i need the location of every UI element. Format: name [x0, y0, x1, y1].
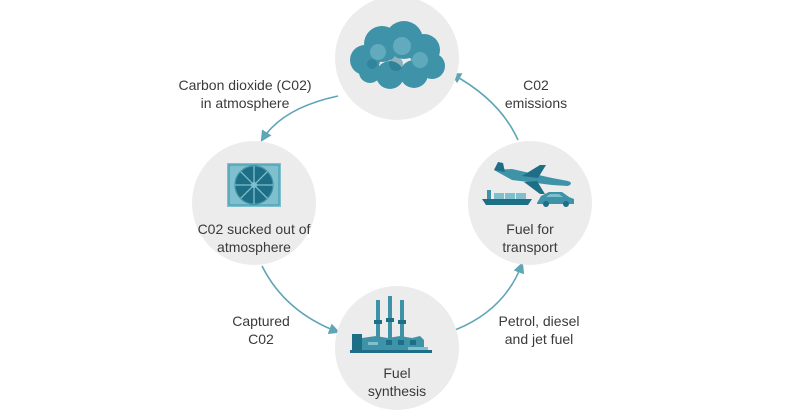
label-synthesis-to-transport: Petrol, diesel and jet fuel: [498, 313, 580, 347]
label-transport-to-atmosphere: C02 emissions: [504, 77, 568, 111]
plane-icon: [494, 162, 571, 194]
transport-icon: [482, 162, 574, 207]
ship-icon: [482, 190, 532, 205]
label-atmosphere-to-capture: Carbon dioxide (C02) in atmosphere: [178, 77, 312, 111]
node-atmosphere: [335, 0, 459, 120]
arrow-transport-to-atmosphere: [450, 72, 519, 141]
node-label-synthesis: Fuel synthesis: [367, 365, 427, 399]
car-icon: [537, 192, 574, 207]
label-capture-to-synthesis: Captured C02: [232, 313, 290, 347]
node-label-transport: Fuel for transport: [502, 221, 558, 255]
node-label-capture: C02 sucked out of atmosphere: [197, 221, 311, 255]
factory-icon: [350, 296, 432, 353]
fan-icon: [227, 163, 281, 207]
arrow-capture-to-synthesis: [261, 265, 341, 335]
arrow-synthesis-to-transport: [454, 261, 525, 331]
cloud-icon: [350, 21, 445, 89]
arrow-atmosphere-to-capture: [260, 95, 339, 142]
